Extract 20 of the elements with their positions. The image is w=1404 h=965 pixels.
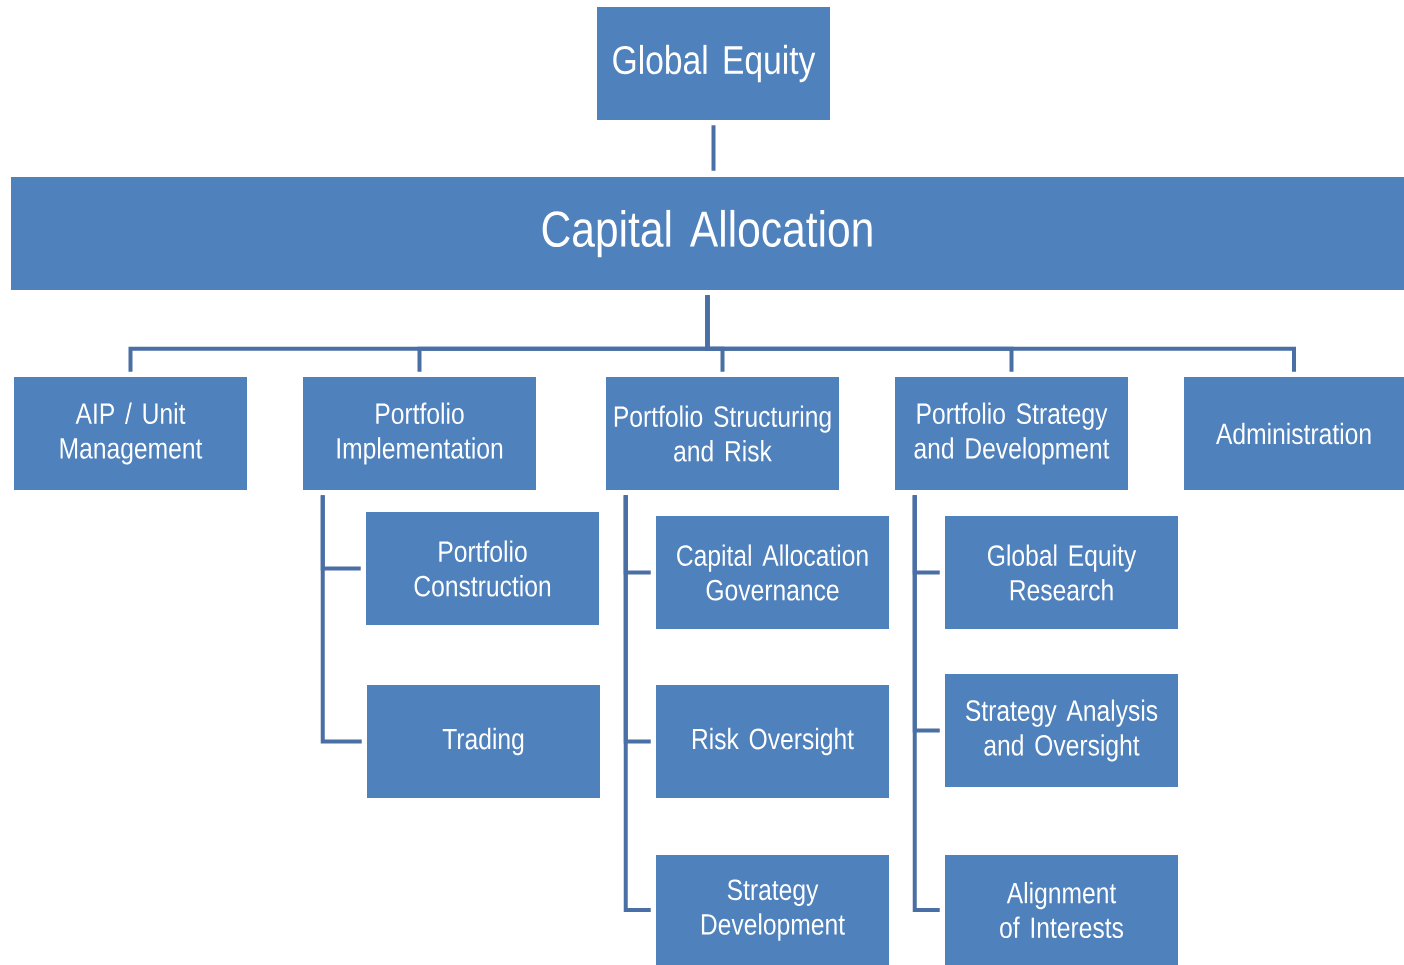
org-box: Risk Oversight <box>656 685 889 798</box>
connector-line <box>320 495 362 744</box>
org-box: Portfolio Structuring and Risk <box>606 377 839 490</box>
org-box: Portfolio Construction <box>366 512 599 625</box>
org-box: Global Equity Research <box>945 516 1178 629</box>
connector-line <box>705 295 1296 372</box>
org-box: AIP / Unit Management <box>14 377 247 490</box>
connector-line <box>623 495 651 912</box>
org-box: Trading <box>367 685 600 798</box>
org-box: Global Equity <box>597 7 830 120</box>
org-box: Alignment of Interests <box>945 855 1178 965</box>
connector-line <box>912 495 940 912</box>
org-box: Administration <box>1184 377 1404 490</box>
connector-line <box>711 125 716 171</box>
org-box: Capital Allocation <box>11 177 1404 290</box>
org-box: Strategy Analysis and Oversight <box>945 674 1178 787</box>
org-box: Strategy Development <box>656 855 889 965</box>
org-box: Portfolio Implementation <box>303 377 536 490</box>
org-box: Portfolio Strategy and Development <box>895 377 1128 490</box>
org-box: Capital Allocation Governance <box>656 516 889 629</box>
